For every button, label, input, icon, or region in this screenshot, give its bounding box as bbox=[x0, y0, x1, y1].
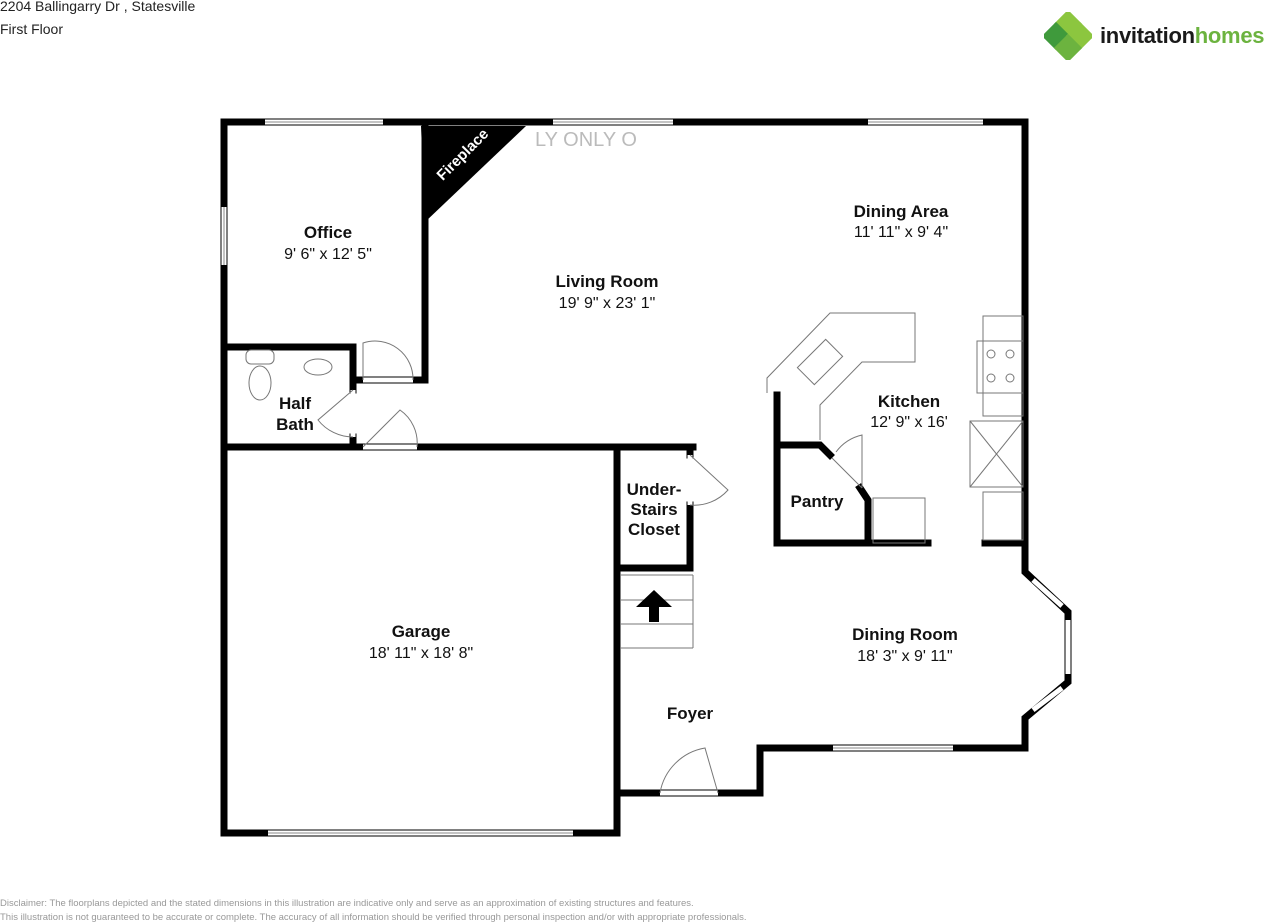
kitchen-dims: 12' 9" x 16' bbox=[870, 414, 948, 431]
walls bbox=[220, 118, 1072, 837]
address: 2204 Ballingarry Dr , Statesville bbox=[0, 0, 196, 14]
logo-mark-icon bbox=[1044, 12, 1092, 60]
refrigerator-icon bbox=[969, 420, 1024, 488]
stove-icon bbox=[976, 340, 1024, 394]
garage-dims: 18' 11" x 18' 8" bbox=[369, 645, 473, 662]
toilet-tank-icon bbox=[245, 349, 275, 365]
stairs-up-arrow-icon bbox=[636, 590, 672, 622]
closet-name-3: Closet bbox=[628, 520, 680, 539]
office-dims: 9' 6" x 12' 5" bbox=[284, 246, 372, 263]
kitchen-name: Kitchen bbox=[878, 392, 940, 411]
dining-room-dims: 18' 3" x 9' 11" bbox=[857, 648, 952, 665]
floor-label: First Floor bbox=[0, 21, 63, 37]
room-labels: Office 9' 6" x 12' 5" Living Room 19' 9"… bbox=[276, 202, 958, 723]
foyer-name: Foyer bbox=[667, 704, 714, 723]
closet-name-2: Stairs bbox=[630, 500, 677, 519]
kitchen-sink-icon bbox=[796, 338, 844, 386]
stairs bbox=[620, 574, 694, 649]
dining-area-dims: 11' 11" x 9' 4" bbox=[854, 224, 948, 241]
toilet-icon bbox=[248, 365, 272, 401]
living-room-dims: 19' 9" x 23' 1" bbox=[559, 295, 656, 312]
garage-name: Garage bbox=[392, 622, 451, 641]
office-name: Office bbox=[304, 223, 352, 242]
logo-text-invitation: invitation bbox=[1100, 23, 1195, 48]
disclaimer-line-1: Disclaimer: The floorplans depicted and … bbox=[0, 898, 694, 909]
closet-name-1: Under- bbox=[627, 480, 682, 499]
pantry-name: Pantry bbox=[791, 492, 844, 511]
living-room-name: Living Room bbox=[556, 272, 659, 291]
logo-text-homes: homes bbox=[1194, 23, 1265, 48]
invitation-homes-logo: invitationhomes bbox=[1044, 12, 1265, 60]
dining-area-name: Dining Area bbox=[854, 202, 949, 221]
watermark: LY ONLY O bbox=[535, 129, 637, 151]
sink-icon bbox=[303, 358, 333, 376]
half-bath-name-1: Half bbox=[279, 394, 311, 413]
doors bbox=[317, 340, 863, 794]
fireplace bbox=[421, 126, 526, 222]
dining-room-name: Dining Room bbox=[852, 625, 958, 644]
windows bbox=[221, 119, 1071, 836]
half-bath-name-2: Bath bbox=[276, 415, 314, 434]
fixtures bbox=[245, 312, 1024, 544]
